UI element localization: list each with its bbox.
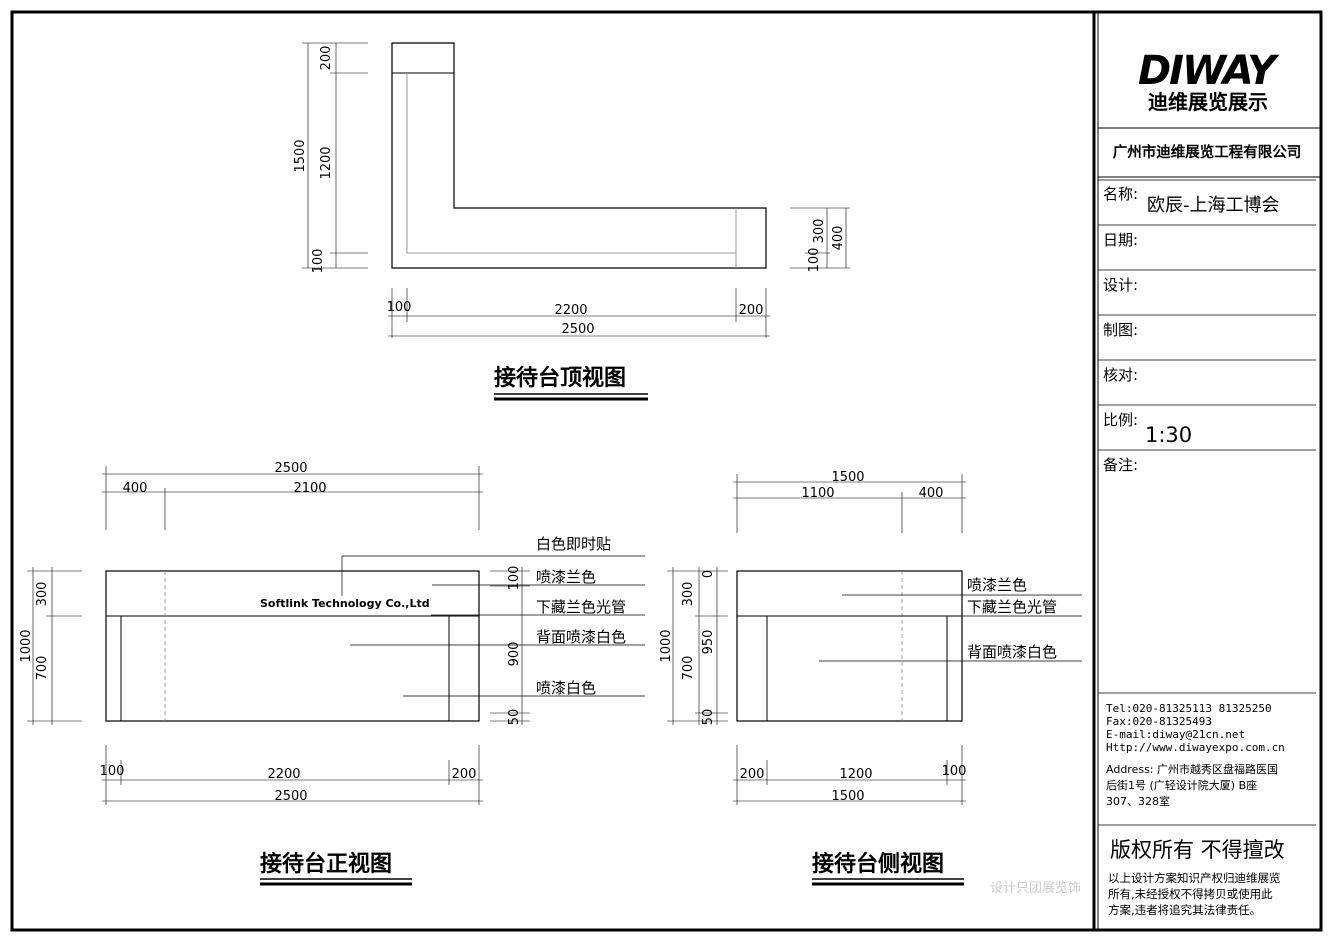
- name-value: 欧辰-上海工博会: [1147, 195, 1280, 216]
- dim-label: 400: [919, 486, 944, 501]
- watermark: 设计只团展览饰: [990, 880, 1081, 896]
- dim-label: 2200: [554, 303, 587, 318]
- copyright-text-1: 以上设计方案知识产权归迪维展览: [1108, 871, 1281, 885]
- dim-label: 100: [100, 764, 125, 779]
- dim-label: 1100: [801, 486, 834, 501]
- contact-email: E-mail:diway@21cn.net: [1106, 728, 1245, 741]
- copyright-heading: 版权所有 不得擅改: [1110, 838, 1285, 862]
- scale-value: 1:30: [1145, 423, 1192, 447]
- side-view-outline: [736, 570, 963, 722]
- front-view-title: 接待台正视图: [260, 851, 392, 877]
- front-view-callouts: 白色即时贴 喷漆兰色 下藏兰色光管 背面喷漆白色 喷漆白色: [536, 535, 626, 697]
- date-label: 日期:: [1103, 231, 1138, 249]
- dim-label: 400: [831, 226, 846, 251]
- design-label: 设计:: [1103, 276, 1138, 294]
- dim-label: 100: [507, 566, 522, 591]
- side-view: [667, 474, 1082, 805]
- dim-label: 50: [507, 709, 522, 726]
- dim-label: 1200: [839, 767, 872, 782]
- dim-label: 2500: [561, 322, 594, 337]
- dim-label: 1000: [659, 629, 674, 662]
- copyright-text-2: 所有,未经授权不得拷贝或使用此: [1108, 887, 1273, 901]
- logo-brand: DIWAY: [1138, 48, 1280, 94]
- dim-label: 200: [740, 767, 765, 782]
- side-view-title: 接待台侧视图: [812, 851, 944, 877]
- contact-address-3: 307、328室: [1106, 794, 1170, 808]
- dim-label: 200: [452, 767, 477, 782]
- notes-label: 备注:: [1103, 456, 1138, 474]
- dim-label: 300: [35, 582, 50, 607]
- callout-spray-blue: 喷漆兰色: [967, 576, 1027, 594]
- callout-spray-blue: 喷漆兰色: [536, 568, 596, 586]
- dim-label: 50: [701, 709, 716, 726]
- name-label: 名称:: [1103, 185, 1138, 203]
- callout-blue-tube: 下藏兰色光管: [967, 598, 1057, 616]
- dim-label: 1500: [831, 470, 864, 485]
- dim-label: 200: [739, 303, 764, 318]
- contact-website: Http://www.diwayexpo.com.cn: [1106, 741, 1285, 754]
- dim-label: 300: [681, 582, 696, 607]
- contact-address-1: Address: 广州市越秀区盘福路医国: [1106, 762, 1278, 776]
- scale-label: 比例:: [1103, 411, 1138, 429]
- dim-label: 2100: [293, 481, 326, 496]
- dim-label: 2500: [274, 461, 307, 476]
- title-block: DIWAY 迪维展览展示 广州市迪维展览工程有限公司 名称: 欧辰-上海工博会 …: [1098, 48, 1321, 917]
- front-view: [27, 466, 645, 805]
- logo-subtitle: 迪维展览展示: [1148, 90, 1268, 114]
- front-view-outline: [105, 570, 480, 722]
- dim-label: 700: [681, 656, 696, 681]
- dim-label: 1200: [319, 146, 334, 179]
- top-view-dimensions: 200 1500 1200 100 300 400 100 100 2200 2…: [293, 46, 846, 337]
- dim-label: 200: [319, 46, 334, 71]
- front-view-dimensions: 2500 400 2100 300 1000 700 100 900 50 10…: [19, 461, 522, 804]
- contact-info: Tel:020-81325113 81325250 Fax:020-813254…: [1106, 702, 1285, 808]
- top-view: [302, 42, 850, 338]
- callout-back-white: 背面喷漆白色: [536, 628, 626, 646]
- dim-label: 100: [942, 764, 967, 779]
- side-view-callouts: 喷漆兰色 下藏兰色光管 背面喷漆白色: [967, 576, 1057, 661]
- company-name: 广州市迪维展览工程有限公司: [1113, 143, 1302, 161]
- dim-label: 1000: [19, 629, 34, 662]
- contact-fax: Fax:020-81325493: [1106, 715, 1212, 728]
- callout-back-white: 背面喷漆白色: [967, 643, 1057, 661]
- callout-blue-tube: 下藏兰色光管: [536, 598, 626, 616]
- dim-label: 1500: [293, 139, 308, 172]
- dim-label: 950: [701, 630, 716, 655]
- company-sticker-text: Softlink Technology Co.,Ltd: [260, 597, 430, 610]
- dim-label: 100: [807, 248, 822, 273]
- dim-label: 2200: [267, 767, 300, 782]
- callout-spray-white: 喷漆白色: [536, 679, 596, 697]
- dim-label: 1500: [831, 789, 864, 804]
- copyright-text-3: 方案,违者将追究其法律责任。: [1108, 903, 1261, 917]
- contact-address-2: 后街1号 (广轻设计院大厦) B座: [1106, 778, 1257, 792]
- contact-tel: Tel:020-81325113 81325250: [1106, 702, 1272, 715]
- diway-logo: DIWAY 迪维展览展示: [1138, 48, 1282, 114]
- side-view-dimensions: 1500 1100 400 0 300 1000 950 700 50 200 …: [659, 470, 966, 804]
- dim-label: 300: [812, 219, 827, 244]
- dim-label: 2500: [274, 789, 307, 804]
- dim-label: 700: [35, 656, 50, 681]
- callout-white-sticker: 白色即时贴: [536, 535, 611, 553]
- dim-label: 0: [701, 570, 716, 578]
- check-label: 核对:: [1103, 366, 1138, 384]
- drawing-label: 制图:: [1103, 321, 1138, 339]
- dim-label: 100: [387, 300, 412, 315]
- dim-label: 900: [507, 642, 522, 667]
- dim-label: 100: [311, 249, 326, 274]
- dim-label: 400: [123, 481, 148, 496]
- top-view-title: 接待台顶视图: [494, 365, 626, 391]
- sheet-border: [10, 10, 1323, 932]
- top-view-outline: [391, 42, 767, 269]
